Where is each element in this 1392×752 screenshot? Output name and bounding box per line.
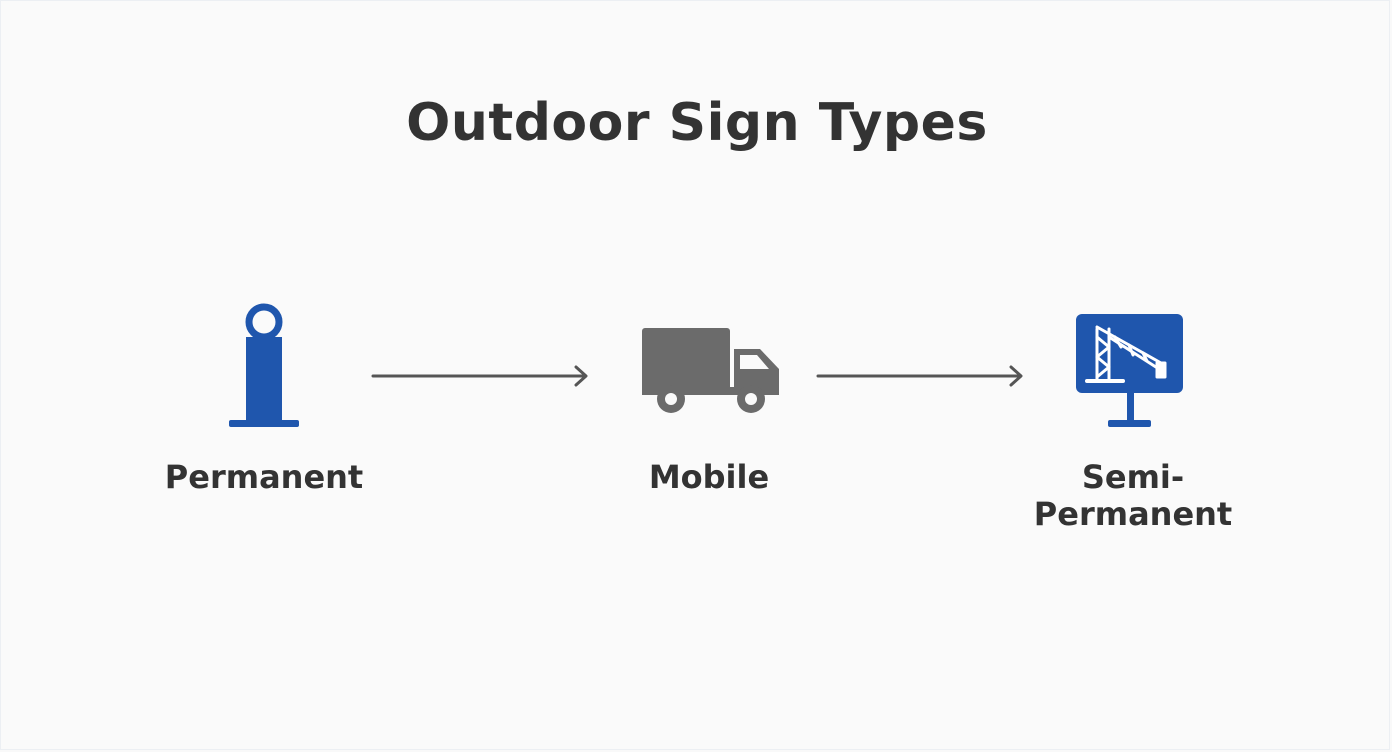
crane-sign-icon: [1076, 314, 1183, 427]
diagram-title: Outdoor Sign Types: [406, 93, 988, 153]
node-label-mobile: Mobile: [648, 458, 770, 496]
label-line-2: Permanent: [1033, 495, 1233, 533]
arrow-mobile-to-semi-permanent: [816, 365, 1023, 387]
node-label-semi-permanent: Semi- Permanent: [1013, 459, 1253, 533]
arrow-permanent-to-mobile: [371, 365, 588, 387]
label-line-1: Semi-: [1081, 458, 1185, 496]
pillar-sign-icon: [229, 303, 299, 427]
truck-icon: [642, 328, 779, 413]
node-label-permanent: Permanent: [164, 458, 364, 496]
